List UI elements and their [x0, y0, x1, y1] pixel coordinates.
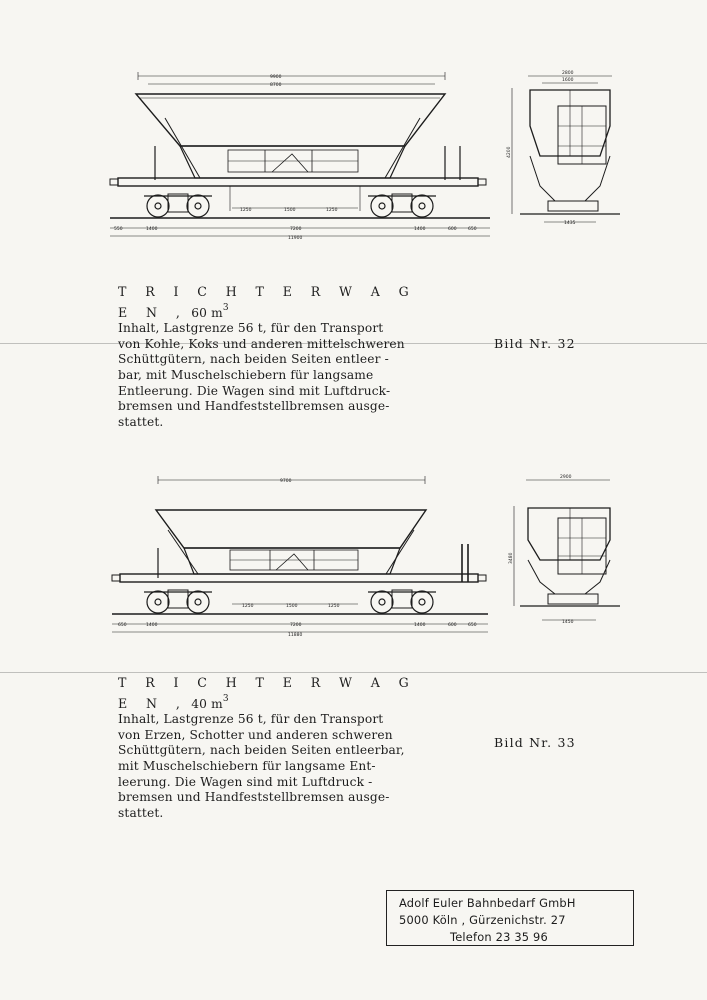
dim-bottom-a: 650 — [118, 622, 127, 628]
bild-number-32: Bild Nr. 32 — [494, 336, 576, 351]
dim-end-base: 1450 — [562, 619, 574, 625]
caption-volume-sup: 3 — [222, 693, 229, 704]
dim-end-height: 4200 — [506, 146, 512, 158]
dim-axle-center: 1500 — [286, 603, 298, 609]
caption-wagon-32: T R I C H T E R W A G E N , 60 m3 Inhalt… — [118, 284, 438, 430]
dim-bottom-d: 1400 — [414, 226, 426, 232]
caption-line: von Kohle, Koks und anderen mittelschwer… — [118, 336, 405, 351]
dim-axle-right: 1250 — [328, 603, 340, 609]
fold-line — [0, 672, 707, 673]
wagon-33-side-drawing: 9700 1250 1500 1250 650 1400 7200 1400 6… — [100, 470, 500, 640]
caption-title: T R I C H T E R W A G E N , — [118, 675, 417, 711]
dim-hopper-top: 9700 — [280, 478, 292, 484]
caption-line: bar, mit Muschelschiebern für langsame — [118, 367, 374, 382]
caption-line: leerung. Die Wagen sind mit Luftdruck - — [118, 774, 373, 789]
caption-volume-sup: 3 — [222, 302, 229, 313]
caption-line: Schüttgütern, nach beiden Seiten entleer… — [118, 743, 405, 758]
caption-line: stattet. — [118, 805, 164, 820]
dim-bottom-d: 1400 — [414, 622, 426, 628]
dim-bottom-f: 650 — [468, 226, 477, 232]
address-street: 5000 Köln , Gürzenichstr. 27 — [399, 913, 566, 927]
caption-line: bremsen und Handfeststellbremsen ausge- — [118, 399, 390, 414]
dim-axle-right: 1250 — [326, 207, 338, 213]
dim-bottom-b: 1400 — [146, 622, 158, 628]
dim-bottom-f: 650 — [468, 622, 477, 628]
dim-bottom-e: 600 — [448, 622, 457, 628]
dim-axle-left: 1250 — [240, 207, 252, 213]
dim-hopper-top: 8700 — [270, 82, 282, 88]
dim-end-base: 1435 — [564, 220, 576, 226]
caption-line: Inhalt, Lastgrenze 56 t, für den Transpo… — [118, 321, 384, 336]
caption-line: mit Muschelschiebern für langsame Ent- — [118, 758, 376, 773]
dim-bottom-b: 1400 — [146, 226, 158, 232]
caption-line: von Erzen, Schotter und anderen schweren — [118, 727, 393, 742]
dim-end-width-inner: 1600 — [562, 77, 574, 83]
dim-bottom-c: 7200 — [290, 622, 302, 628]
bild-number-33: Bild Nr. 33 — [494, 735, 576, 750]
caption-line: Inhalt, Lastgrenze 56 t, für den Transpo… — [118, 712, 384, 727]
caption-line: bremsen und Handfeststellbremsen ausge- — [118, 790, 390, 805]
dim-end-width-outer: 2800 — [562, 70, 574, 76]
caption-volume: 40 m — [191, 696, 223, 711]
dim-overall-length: 11900 — [288, 235, 302, 241]
caption-line: Entleerung. Die Wagen sind mit Luftdruck… — [118, 383, 391, 398]
address-company: Adolf Euler Bahnbedarf GmbH — [399, 896, 576, 910]
dim-overall-top: 9900 — [270, 74, 282, 80]
wagon-32-end-drawing: 2800 1600 4200 1435 — [500, 66, 630, 236]
address-phone: Telefon 23 35 96 — [450, 930, 548, 944]
fold-line — [0, 343, 707, 344]
caption-line: stattet. — [118, 414, 164, 429]
dim-bottom-a: 550 — [114, 226, 123, 232]
dim-overall-length: 11880 — [288, 632, 302, 638]
dim-bottom-c: 7200 — [290, 226, 302, 232]
dim-end-height: 3480 — [508, 552, 514, 564]
caption-line: Schüttgütern, nach beiden Seiten entleer… — [118, 352, 389, 367]
dim-axle-center: 1500 — [284, 207, 296, 213]
caption-wagon-33: T R I C H T E R W A G E N , 40 m3 Inhalt… — [118, 675, 438, 821]
company-address-box: Adolf Euler Bahnbedarf GmbH 5000 Köln , … — [386, 890, 634, 946]
wagon-32-side-drawing: 9900 8700 1250 1500 1250 550 1400 — [100, 66, 500, 246]
dim-bottom-e: 600 — [448, 226, 457, 232]
caption-title: T R I C H T E R W A G E N , — [118, 284, 417, 320]
caption-volume: 60 m — [191, 305, 223, 320]
dim-axle-left: 1250 — [242, 603, 254, 609]
dim-end-width: 2900 — [560, 474, 572, 480]
wagon-33-end-drawing: 2900 3480 1450 — [500, 470, 630, 640]
